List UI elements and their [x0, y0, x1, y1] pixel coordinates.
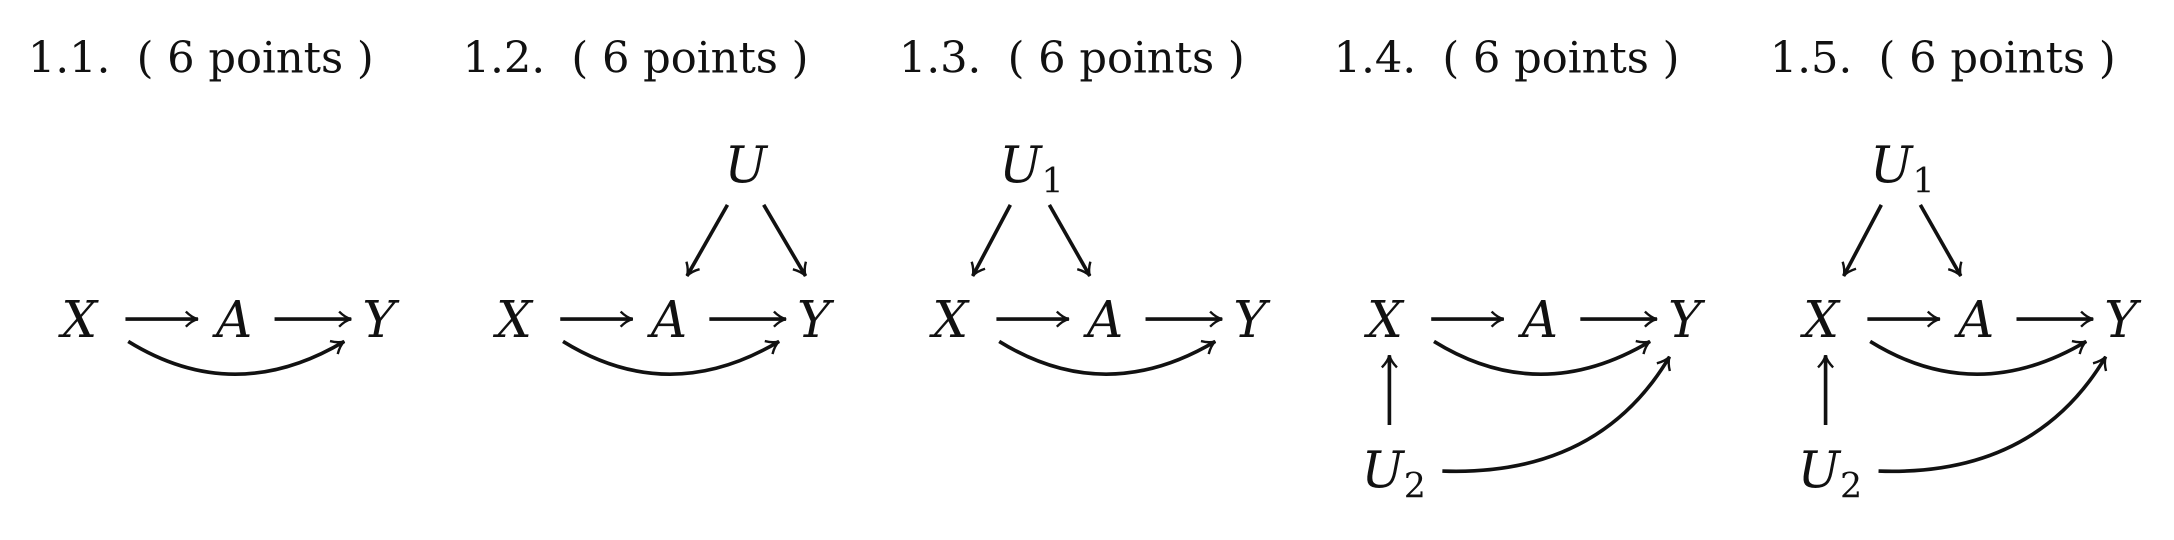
node-y: Y	[1668, 290, 1706, 349]
node-u: U	[725, 136, 769, 195]
edge-x-y	[1869, 339, 2088, 376]
node-a: A	[647, 290, 687, 349]
problem-points: ( 6 points )	[571, 33, 808, 83]
node-u1: U1	[999, 136, 1063, 202]
node-y: Y	[362, 290, 400, 349]
edge-x-y	[998, 339, 1217, 376]
edge-u1-x	[970, 204, 1012, 277]
edge-u1-x	[1841, 204, 1883, 277]
problem-points: ( 6 points )	[137, 33, 374, 83]
node-u1: U1	[1870, 136, 1934, 202]
problem-points: ( 6 points )	[1442, 33, 1679, 83]
edge-x-y	[127, 339, 346, 376]
edge-u1-a	[1918, 203, 1963, 277]
node-u2: U2	[1362, 441, 1426, 507]
problem-1-1: 1.1. ( 6 points ) X A Y	[28, 33, 400, 376]
node-x: X	[1799, 290, 1841, 349]
edge-x-y	[1433, 339, 1651, 376]
node-y: Y	[1233, 290, 1271, 349]
node-a: A	[1954, 290, 1994, 349]
problem-number: 1.2.	[463, 33, 545, 83]
node-a: A	[212, 290, 252, 349]
problem-number: 1.1.	[28, 33, 110, 83]
node-a: A	[1083, 290, 1123, 349]
edge-u1-a	[1047, 203, 1092, 277]
problem-number: 1.3.	[899, 33, 981, 83]
problem-points: ( 6 points )	[1879, 33, 2116, 83]
node-x: X	[492, 290, 534, 349]
problem-1-5: 1.5. ( 6 points ) U1 X A Y U2	[1770, 33, 2142, 506]
edge-u2-y	[1878, 355, 2108, 474]
node-u2: U2	[1798, 441, 1862, 507]
problem-1-3: 1.3. ( 6 points ) U1 X A Y	[899, 33, 1271, 376]
node-x: X	[57, 290, 99, 349]
edge-x-y	[562, 339, 780, 376]
node-a: A	[1518, 290, 1558, 349]
node-y: Y	[797, 290, 835, 349]
edge-u2-y	[1442, 355, 1672, 474]
edge-u-y	[762, 203, 808, 277]
edge-u-a	[685, 203, 730, 277]
node-x: X	[928, 290, 970, 349]
problem-1-2: 1.2. ( 6 points ) U X A Y	[463, 33, 835, 376]
node-x: X	[1363, 290, 1405, 349]
problem-points: ( 6 points )	[1008, 33, 1245, 83]
problem-1-4: 1.4. ( 6 points ) X A Y U2	[1334, 33, 1706, 506]
problem-number: 1.5.	[1770, 33, 1852, 83]
problem-number: 1.4.	[1334, 33, 1416, 83]
node-y: Y	[2104, 290, 2142, 349]
